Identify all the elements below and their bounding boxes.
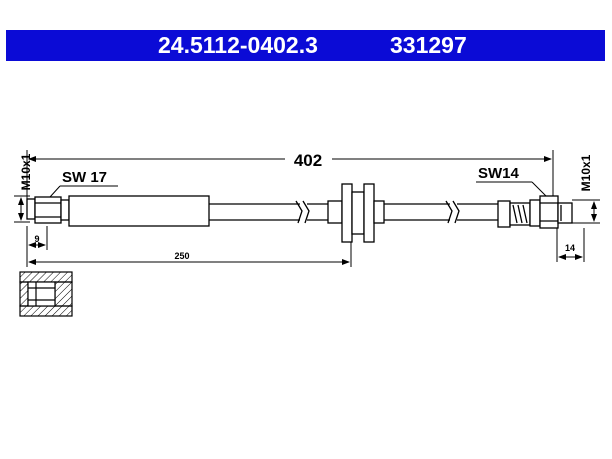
left-fitting xyxy=(26,196,70,224)
middle-bracket xyxy=(327,183,385,243)
right-thread-label: M10x1 xyxy=(579,154,593,191)
title-bar: 24.5112-0402.3 331297 xyxy=(6,30,605,61)
left-thread-label: M10x1 xyxy=(19,153,33,190)
alt-part-number: 331297 xyxy=(390,32,467,58)
right-fitting xyxy=(497,195,573,229)
left-crimp-sleeve xyxy=(68,195,210,227)
right-fitting-dimension: 14 xyxy=(556,228,585,262)
mid-offset-label: 250 xyxy=(174,251,189,261)
part-number: 24.5112-0402.3 xyxy=(158,32,318,58)
right-wrench-callout: SW14 xyxy=(476,165,547,197)
left-wrench-label: SW 17 xyxy=(62,169,107,186)
hose-left xyxy=(209,200,328,224)
right-wrench-label: SW14 xyxy=(478,165,520,182)
overall-length-dimension: 402 xyxy=(26,150,554,205)
left-wrench-callout: SW 17 xyxy=(49,169,118,198)
right-fitting-length-label: 14 xyxy=(565,243,575,253)
right-thread-dimension: M10x1 xyxy=(572,154,600,224)
overall-length-label: 402 xyxy=(294,151,322,170)
hose-right xyxy=(384,200,500,224)
left-fitting-length-label: 9 xyxy=(34,234,39,244)
left-thread-dimension: M10x1 xyxy=(14,153,33,223)
left-fitting-dimension: 9 xyxy=(26,226,48,250)
section-detail-view xyxy=(19,271,73,317)
mid-offset-dimension: 250 xyxy=(26,242,352,267)
